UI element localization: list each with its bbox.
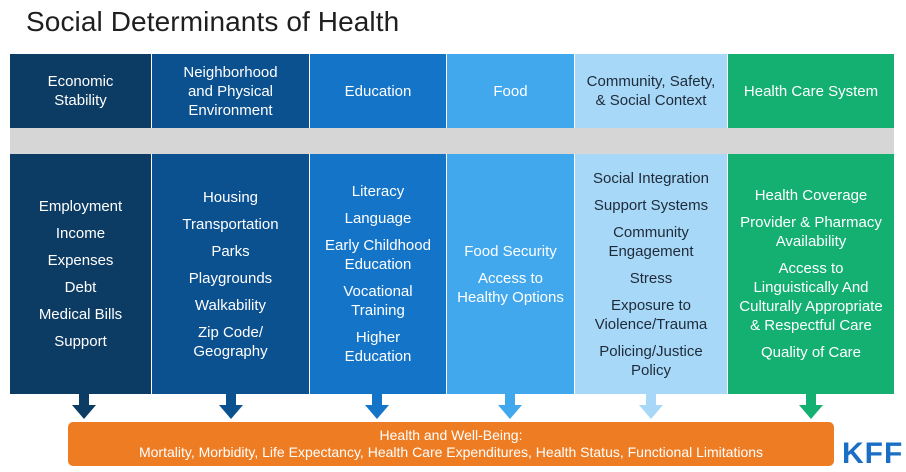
column-item: Health Coverage <box>754 187 868 204</box>
down-arrow-icon <box>72 394 96 420</box>
column-item: Housing <box>202 188 259 206</box>
column-item: Quality of Care <box>760 344 862 361</box>
column-item: Stress <box>629 269 673 287</box>
page-title: Social Determinants of Health <box>26 6 400 37</box>
kff-logo: KFF <box>842 437 904 470</box>
column-heading-6: Health Care System <box>728 54 894 128</box>
column-item: Expenses <box>47 252 114 269</box>
column-item: Support Systems <box>593 196 709 214</box>
outcome-box: Health and Well-Being: Mortality, Morbid… <box>68 422 834 466</box>
down-arrow-icon <box>498 394 522 420</box>
column-item: Playgrounds <box>188 269 273 287</box>
column-item: Employment <box>38 198 123 215</box>
column-item: Walkability <box>194 296 267 314</box>
separator-band <box>10 128 894 154</box>
column-item: Medical Bills <box>38 306 123 323</box>
column-heading-4: Food <box>447 54 574 128</box>
column-item: Support <box>54 333 107 350</box>
column-item: Literacy <box>351 183 405 200</box>
column-item: Income <box>55 225 106 242</box>
column-item: Social Integration <box>593 169 709 187</box>
column-item: Debt <box>64 279 97 296</box>
down-arrow-icon <box>639 394 663 420</box>
outcome-text: Mortality, Morbidity, Life Expectancy, H… <box>138 444 764 460</box>
down-arrow-icon <box>219 394 243 420</box>
down-arrow-icon <box>365 394 389 420</box>
column-heading-3: Education <box>310 54 446 128</box>
column-item: Parks <box>211 242 250 260</box>
column-item: Language <box>344 210 412 227</box>
column-heading-5: Community, Safety,& Social Context <box>575 54 727 128</box>
column-item: Food Security <box>464 242 557 260</box>
down-arrow-icon <box>799 394 823 420</box>
column-item: Transportation <box>182 215 279 233</box>
column-item: Zip Code/Geography <box>193 323 268 360</box>
outcome-heading: Health and Well-Being: <box>379 427 523 443</box>
